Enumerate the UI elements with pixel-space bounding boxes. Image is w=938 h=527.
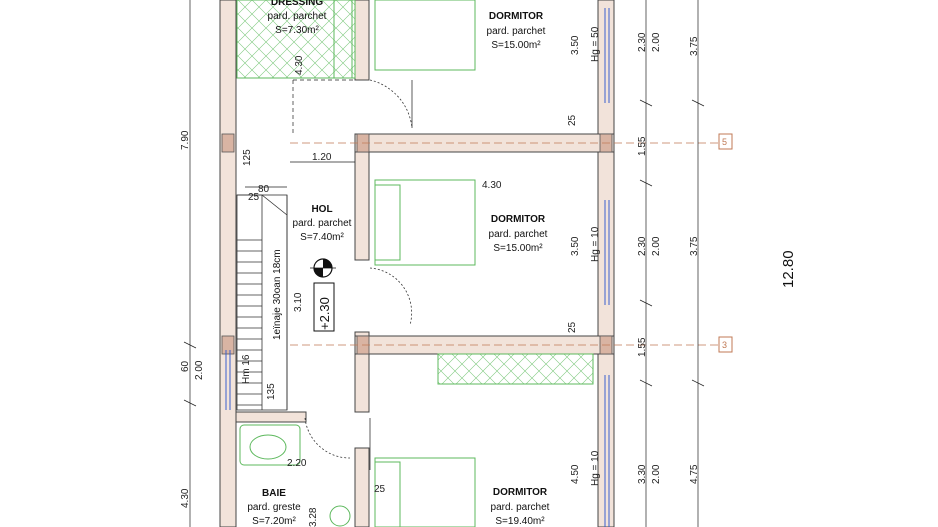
dim-2-20: 2.20: [287, 458, 307, 469]
bed-dormitor-2: [374, 179, 476, 266]
dim-2-00-a: 2.00: [651, 32, 662, 52]
dim-3-10: 3.10: [293, 292, 304, 312]
bed-dormitor-1: [374, 0, 476, 71]
room-hol-finish: pard. parchet: [293, 218, 352, 229]
room-dormitor-1: DORMITOR pard. parchet S=15.00m²: [487, 11, 546, 51]
axis-5-label: 5: [722, 137, 727, 147]
windows-left: [225, 350, 231, 410]
dim-4-30-bot: 4.30: [180, 488, 191, 508]
room-dormitor-3-finish: pard. parchet: [491, 502, 550, 513]
dim-25-d: 25: [248, 192, 260, 203]
dim-12-80-total: 12.80: [780, 250, 797, 288]
dim-25-b: 25: [567, 321, 578, 333]
dim-60: 60: [180, 360, 191, 372]
doors: [304, 79, 413, 470]
dim-25-a: 25: [567, 114, 578, 126]
left-exterior-wall: [219, 0, 237, 527]
dim-hg10-a: Hg = 10: [590, 226, 601, 262]
room-dormitor-2: DORMITOR pard. parchet S=15.00m²: [489, 214, 548, 254]
room-hol: HOL pard. parchet S=7.40m²: [293, 204, 352, 243]
dim-2-30-a: 2.30: [637, 32, 648, 52]
level-marker-symbol: [310, 258, 336, 278]
room-dressing-finish: pard. parchet: [268, 11, 327, 22]
dim-3-28: 3.28: [308, 507, 319, 527]
axis-5-box: [718, 133, 733, 150]
room-baie-finish: pard. greste: [247, 502, 301, 513]
level-value: +2.30: [317, 297, 332, 330]
room-dormitor-2-finish: pard. parchet: [489, 229, 548, 240]
dim-3-75-b: 3.75: [689, 236, 700, 256]
bathtub: [239, 424, 301, 466]
dim-2-00-c: 2.00: [651, 464, 662, 484]
windows-right: [604, 8, 610, 527]
corridor-left-wall-mid: [354, 134, 370, 261]
room-dormitor-1-name: DORMITOR: [489, 11, 544, 22]
dim-135: 135: [266, 383, 277, 400]
room-dormitor-1-area: S=15.00m²: [491, 40, 541, 51]
dim-1-55-a: 1.55: [637, 136, 648, 156]
wardrobe-dressing: [236, 0, 356, 79]
dim-2-30-b: 2.30: [637, 236, 648, 256]
room-baie-name: BAIE: [262, 488, 286, 499]
room-dormitor-2-name: DORMITOR: [491, 214, 546, 225]
wardrobe-dormitor-3: [437, 353, 594, 385]
room-hol-area: S=7.40m²: [300, 232, 344, 243]
corridor-left-wall: [354, 0, 370, 81]
dim-2-00-left: 2.00: [194, 360, 205, 380]
dim-4-50: 4.50: [570, 464, 581, 484]
dim-3-50-a: 3.50: [570, 35, 581, 55]
dim-4-75: 4.75: [689, 464, 700, 484]
room-dormitor-2-area: S=15.00m²: [493, 243, 543, 254]
axis-3-box: [718, 336, 733, 353]
staircase: [236, 194, 288, 411]
room-dressing-name: DRESSING: [271, 0, 323, 8]
level-box: [313, 282, 335, 332]
stair-label: 1eїnaje 30oan 18cm: [272, 249, 283, 340]
toilet: [329, 505, 351, 527]
dimension-texts: 4.30 7.90 125 1.20 80 4.30 3.10 60 2.00 …: [180, 26, 797, 527]
dim-125: 125: [242, 149, 253, 166]
baie-top-wall: [235, 411, 307, 423]
fixtures: [236, 0, 594, 527]
room-baie: BAIE pard. greste S=7.20m²: [247, 488, 301, 527]
bed-dormitor-3: [374, 457, 476, 527]
room-dressing: DRESSING pard. parchet S=7.30m²: [268, 0, 327, 36]
axis-3-label: 3: [722, 340, 727, 350]
dim-3-30: 3.30: [637, 464, 648, 484]
dim-4-30-top: 4.30: [294, 55, 305, 75]
dim-hm16: Hm 16: [241, 354, 252, 384]
dim-3-50-b: 3.50: [570, 236, 581, 256]
dim-1-55-b: 1.55: [637, 337, 648, 357]
dim-25-c: 25: [374, 484, 386, 495]
room-baie-area: S=7.20m²: [252, 516, 296, 527]
dimension-lines: [183, 0, 705, 527]
dim-hg50: Hg = 50: [590, 26, 601, 62]
corridor-left-wall-bottom: [354, 447, 370, 527]
dim-hg10-b: Hg = 10: [590, 450, 601, 486]
dim-2-00-b: 2.00: [651, 236, 662, 256]
room-dormitor-3: DORMITOR pard. parchet S=19.40m²: [491, 487, 550, 527]
dim-7-90: 7.90: [180, 130, 191, 150]
wardrobe-inner: [333, 0, 353, 79]
dim-80: 80: [258, 184, 270, 195]
axis-markers: [718, 133, 733, 353]
dim-3-75-a: 3.75: [689, 36, 700, 56]
dim-1-20: 1.20: [312, 152, 332, 163]
walls: [219, 0, 615, 527]
room-dormitor-1-finish: pard. parchet: [487, 26, 546, 37]
right-exterior-wall: [597, 0, 615, 527]
room-hol-name: HOL: [311, 204, 332, 215]
room-dressing-area: S=7.30m²: [275, 25, 319, 36]
dim-4-30-mid: 4.30: [482, 180, 502, 191]
room-dormitor-3-area: S=19.40m²: [495, 516, 545, 527]
room-dormitor-3-name: DORMITOR: [493, 487, 548, 498]
axis-lines: [290, 142, 725, 346]
